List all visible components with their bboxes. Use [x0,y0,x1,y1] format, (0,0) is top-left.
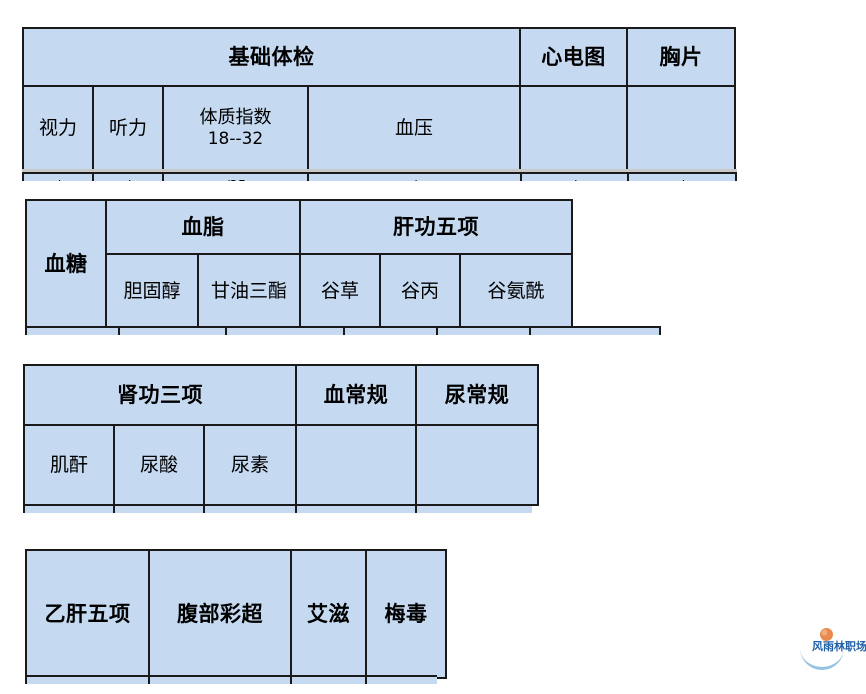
cell-urea[interactable]: 尿素 [203,424,297,506]
table-row-sub: 胆固醇 甘油三酯 谷草 谷丙 谷氨酰 [26,253,573,330]
frag-cell: /25 [162,172,310,181]
frag-cell: . [415,504,532,513]
frag-cell: . [203,504,297,513]
table-row: / / /25 / / / [22,172,737,181]
watermark-logo: 风雨林职场 [792,622,866,670]
cell-alt[interactable]: 谷丙 [379,253,461,330]
kidney-routine-table-block: 肾功三项 血常规 尿常规 肌酐 尿酸 尿素 [23,364,539,508]
frag-cell: . [365,675,437,684]
frag-cell: / [307,172,522,181]
cell-chest-xray-group[interactable]: 胸片 [626,27,736,87]
basic-exam-table-clipped-row: / / /25 / / / [22,172,737,181]
blood-chem-table-block: 血糖 血脂 肝功五项 胆固醇 甘油三酯 谷草 谷丙 谷氨酰 [25,199,661,330]
basic-exam-table: 基础体检 心电图 胸片 视力 听力 体质指数 18--32 血压 [22,27,736,171]
table-row: . . . . . [23,504,532,513]
cell-blood-routine-group[interactable]: 血常规 [295,364,417,426]
frag-cell: . [343,326,439,335]
frag-cell: / [92,172,165,181]
cell-vision[interactable]: 视力 [22,85,94,171]
watermark-text: 风雨林职场 [812,640,866,653]
frag-cell: . [436,326,531,335]
table-row-header: 乙肝五项 腹部彩超 艾滋 梅毒 [25,549,447,679]
cell-blood-pressure[interactable]: 血压 [307,85,521,171]
frag-cell: . [25,326,120,335]
table-row-header: 血糖 血脂 肝功五项 [25,199,573,330]
table-row-sub: 视力 听力 体质指数 18--32 血压 [22,85,736,171]
frag-cell: . [290,675,367,684]
cell-ecg-group[interactable]: 心电图 [519,27,628,87]
cell-urine-routine-value[interactable] [415,424,539,506]
frag-cell: . [113,504,205,513]
watermark-crescent-icon [800,626,844,670]
frag-cell: / [22,172,95,181]
frag-cell: . [25,675,150,684]
table-row-header: 基础体检 心电图 胸片 [22,27,736,87]
cell-abdominal-ultrasound[interactable]: 腹部彩超 [148,549,292,679]
cell-bmi[interactable]: 体质指数 18--32 [162,85,309,171]
table-row: . . . . . [25,326,661,335]
blood-chem-table: 血糖 血脂 肝功五项 胆固醇 甘油三酯 谷草 谷丙 谷氨酰 [25,199,573,330]
cell-ast[interactable]: 谷草 [299,253,381,330]
cell-basic-exam-group[interactable]: 基础体检 [22,27,521,87]
frag-cell: / [519,172,629,181]
blood-chem-clipped-row-table: . . . . . [25,326,661,335]
cell-hiv[interactable]: 艾滋 [290,549,367,679]
table-row: . . . . [25,675,437,684]
cell-kidney-function-group[interactable]: 肾功三项 [23,364,297,426]
cell-blood-lipid-group[interactable]: 血脂 [105,199,301,255]
cell-syphilis[interactable]: 梅毒 [365,549,447,679]
cell-liver-function-group[interactable]: 肝功五项 [299,199,573,255]
serology-table-clipped-row: . . . . [25,675,437,684]
cell-cholesterol[interactable]: 胆固醇 [105,253,199,330]
cell-blood-routine-value[interactable] [295,424,417,506]
kidney-routine-table-clipped-row: . . . . . [23,504,532,513]
frag-cell: . [224,326,346,335]
serology-ultrasound-table-block: 乙肝五项 腹部彩超 艾滋 梅毒 [25,549,447,679]
cell-hearing[interactable]: 听力 [92,85,164,171]
frag-cell: . [23,504,115,513]
cell-creatinine[interactable]: 肌酐 [23,424,115,506]
table-row-header: 肾功三项 血常规 尿常规 [23,364,539,426]
cell-ggt[interactable]: 谷氨酰 [459,253,573,330]
blood-chem-table-clipped-row: . . . . . [25,326,661,335]
cell-ecg-value[interactable] [519,85,628,171]
cell-chest-xray-value[interactable] [626,85,736,171]
cell-blood-glucose-group[interactable]: 血糖 [25,199,107,330]
cell-bmi-range: 18--32 [207,128,264,149]
cell-urine-routine-group[interactable]: 尿常规 [415,364,539,426]
frag-cell: . [295,504,417,513]
basic-exam-clipped-row-table: / / /25 / / / [22,172,737,181]
cell-triglyceride[interactable]: 甘油三酯 [197,253,301,330]
kidney-routine-table: 肾功三项 血常规 尿常规 肌酐 尿酸 尿素 [23,364,539,506]
frag-cell [528,326,661,335]
cell-bmi-label: 体质指数 [199,107,272,129]
cell-uric-acid[interactable]: 尿酸 [113,424,205,506]
table-shadow-strip [22,169,737,173]
frag-cell: . [148,675,292,684]
serology-clipped-row-table: . . . . [25,675,437,684]
basic-exam-table-block: 基础体检 心电图 胸片 视力 听力 体质指数 18--32 血压 [22,27,737,173]
frag-cell: / [626,172,737,181]
serology-ultrasound-table: 乙肝五项 腹部彩超 艾滋 梅毒 [25,549,447,679]
table-row-sub: 肌酐 尿酸 尿素 [23,424,539,506]
frag-cell: . [117,326,227,335]
cell-hepatitis-b-panel[interactable]: 乙肝五项 [25,549,150,679]
kidney-routine-clipped-row-table: . . . . . [23,504,532,513]
